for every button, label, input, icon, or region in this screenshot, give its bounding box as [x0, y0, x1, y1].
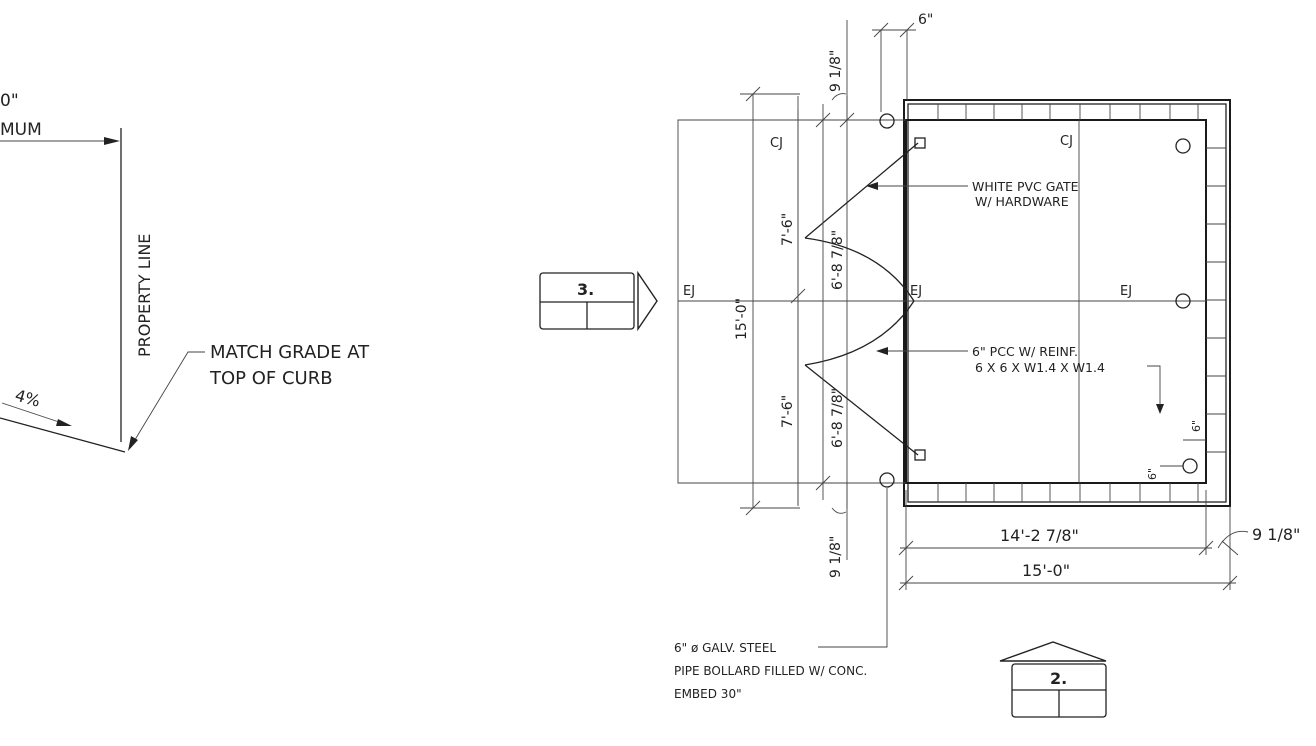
grade-slope-line — [0, 417, 126, 453]
dim-9-1-8-top-leader — [831, 93, 847, 101]
dim-corner-6-b: 6" — [1146, 468, 1159, 480]
callout-2-arrow — [999, 641, 1107, 662]
gate-note-arrow — [866, 182, 878, 190]
bollard-note-line-1: 6" ø GALV. STEEL — [674, 641, 776, 655]
min-dimension-arrow — [104, 137, 120, 145]
elevation-callout-2: 2. — [999, 641, 1107, 718]
dim-9-1-8-bottom-leader — [831, 507, 847, 514]
dim-9-1-8-bottom: 9 1/8" — [828, 536, 844, 578]
grade-slope-arrowhead — [56, 419, 72, 426]
bollard-bottom-right — [1182, 458, 1198, 474]
ej-label-right: EJ — [1120, 284, 1132, 299]
dim-7-6-upper: 7'-6" — [780, 213, 796, 246]
dim-6-8-upper: 6'-8 7/8" — [830, 230, 846, 290]
pcc-reinf-leader — [1147, 365, 1161, 408]
bollard-note-line-3: EMBED 30" — [674, 687, 742, 701]
curb-section-detail: 0" MUM PROPERTY LINE 4% MATCH GRADE AT T… — [0, 91, 370, 453]
match-grade-arrowhead — [128, 436, 138, 451]
dim-9-1-8-top: 9 1/8" — [828, 50, 844, 92]
gate-post-upper — [914, 137, 926, 149]
gate-swing-upper — [804, 237, 915, 302]
minimum-label: MUM — [0, 120, 42, 140]
dim-9-1-8-right-leader — [1217, 530, 1249, 549]
bollard-bottom-left — [879, 472, 895, 488]
gate-note-line-2: W/ HARDWARE — [975, 194, 1069, 209]
match-grade-label-2: TOP OF CURB — [209, 368, 333, 389]
slab-edge — [905, 119, 1207, 484]
enclosure-wall-inner — [907, 103, 1227, 503]
pcc-note-arrow — [876, 347, 888, 355]
gate-note-line-1: WHITE PVC GATE — [972, 179, 1079, 194]
bollard-mid-right — [1175, 293, 1191, 309]
dim-7-6-lower: 7'-6" — [780, 395, 796, 428]
cj-label-left: CJ — [770, 136, 783, 151]
dim-6-8-lower: 6'-8 7/8" — [830, 388, 846, 448]
callout-3-label: 3. — [577, 280, 594, 299]
bollard-top-right — [1175, 138, 1191, 154]
enclosure-wall-outer — [903, 99, 1231, 507]
cj-label-right: CJ — [1060, 134, 1073, 149]
pcc-note-line-2: 6 X 6 X W1.4 X W1.4 — [975, 360, 1105, 375]
paver-band-right — [1206, 147, 1226, 453]
grade-slope-arrow-line — [1, 402, 69, 426]
min-dimension-text: 0" — [0, 91, 19, 111]
bollard-leader — [818, 488, 888, 648]
gate-post-lower — [914, 449, 926, 461]
bollard-top-left — [879, 113, 895, 129]
bollard-note-line-2: PIPE BOLLARD FILLED W/ CONC. — [674, 664, 867, 678]
paver-band-top — [937, 104, 1199, 120]
ej-label-left: EJ — [683, 284, 695, 299]
dim-corner-6-a: 6" — [1190, 420, 1203, 432]
approach-slab-outline — [677, 119, 847, 484]
match-grade-label-1: MATCH GRADE AT — [210, 342, 370, 363]
gate-plan: CJ CJ EJ EJ EJ WHITE PVC GATE W/ HARDWAR… — [674, 12, 1300, 701]
pcc-note-line-1: 6" PCC W/ REINF. — [972, 344, 1078, 359]
match-grade-leader — [129, 351, 205, 449]
dim-6-top: 6" — [918, 12, 933, 28]
gate-leaf-lower — [804, 364, 919, 456]
dim-9-1-8-right: 9 1/8" — [1252, 525, 1300, 544]
callout-2-label: 2. — [1050, 669, 1067, 688]
slope-label: 4% — [13, 386, 43, 411]
gate-swing-lower — [804, 300, 915, 366]
ej-label-center: EJ — [910, 284, 922, 299]
paver-band-bottom — [937, 483, 1199, 502]
dim-15-vertical: 15'-0" — [734, 298, 750, 340]
gate-leaf-upper — [804, 142, 919, 239]
property-line-label: PROPERTY LINE — [135, 234, 154, 357]
callout-3-arrow — [637, 270, 658, 332]
dim-15-horizontal: 15'-0" — [1022, 561, 1070, 580]
elevation-callout-3: 3. — [539, 270, 658, 332]
dim-14-2: 14'-2 7/8" — [1000, 526, 1079, 545]
